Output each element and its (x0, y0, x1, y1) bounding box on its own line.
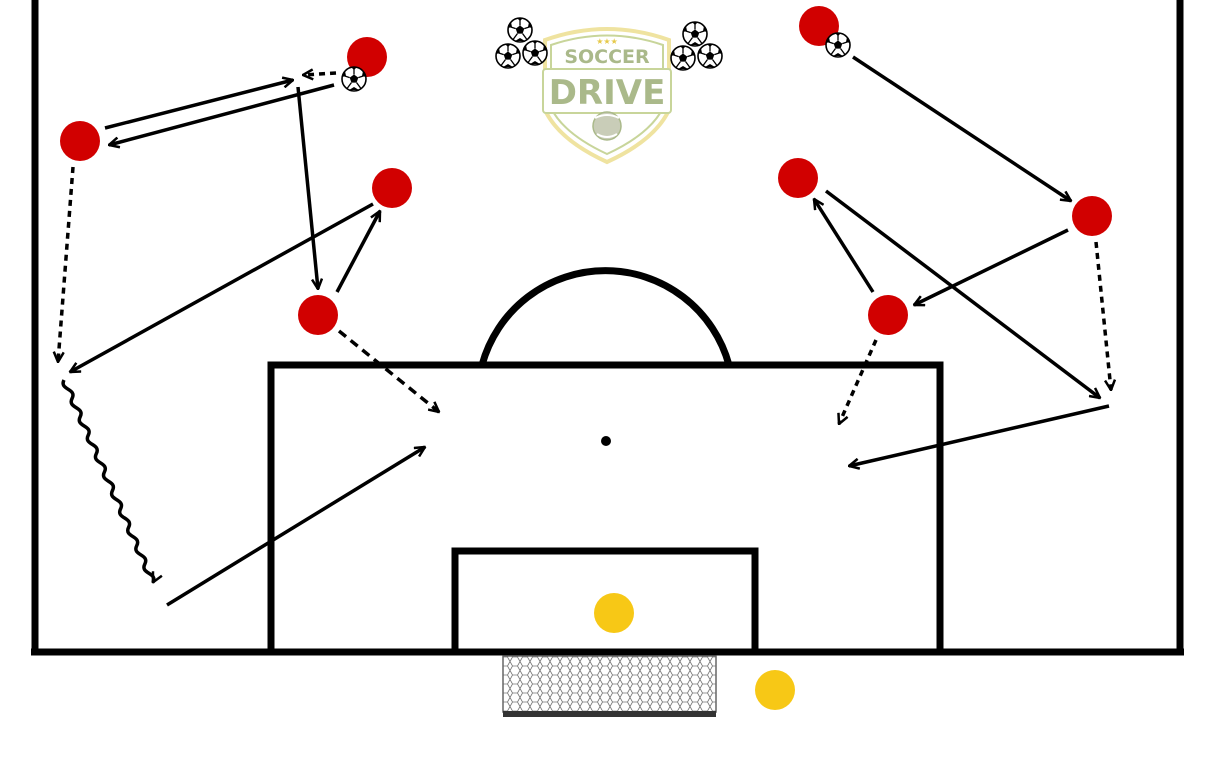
goalkeeper-marker-icon (755, 670, 795, 710)
logo-drive-text: DRIVE (549, 73, 666, 113)
run-arrow (58, 166, 75, 362)
run-arrow (303, 73, 337, 75)
penalty-box (267, 361, 944, 652)
penalty-spot (601, 436, 611, 446)
logo-soccer-text: SOCCER (564, 46, 650, 68)
left-sequence-lines (58, 73, 439, 607)
run-arrow (839, 339, 878, 424)
player-marker-icon (868, 295, 908, 335)
goal-net-icon (502, 655, 717, 717)
soccer-ball-icon (341, 66, 367, 92)
field-markings (31, 0, 1184, 656)
logo-stars: ★★★ (596, 37, 618, 46)
shot-arrow (849, 404, 1110, 466)
player-marker-icon (1072, 196, 1112, 236)
player-marker-icon (298, 295, 338, 335)
pass-arrow (335, 211, 382, 293)
right-sequence-lines (814, 55, 1111, 466)
run-arrow (1094, 241, 1111, 390)
player-marker-icon (778, 158, 818, 198)
player-marker-icon (60, 121, 100, 161)
pass-arrow (296, 86, 318, 289)
penalty-arc (478, 267, 733, 366)
pass-arrow (104, 80, 293, 130)
pass-arrow (824, 189, 1100, 398)
shot-arrow (166, 445, 425, 607)
player-marker-icon (372, 168, 412, 208)
pass-arrow (852, 55, 1071, 201)
goal-box (451, 547, 759, 652)
pass-arrow (109, 83, 335, 145)
pass-arrow (814, 199, 875, 293)
run-arrow (337, 329, 439, 412)
pass-arrow (70, 202, 374, 374)
pass-arrow (914, 228, 1069, 307)
soccer-ball-icon (825, 32, 851, 58)
dribble-path (61, 379, 155, 590)
goalkeepers (594, 593, 795, 710)
goalkeeper-marker-icon (594, 593, 634, 633)
soccer-drive-logo: ★★★ SOCCER DRIVE (542, 27, 672, 165)
ball-pile-left (495, 17, 548, 69)
ball-pile-right (670, 21, 723, 71)
